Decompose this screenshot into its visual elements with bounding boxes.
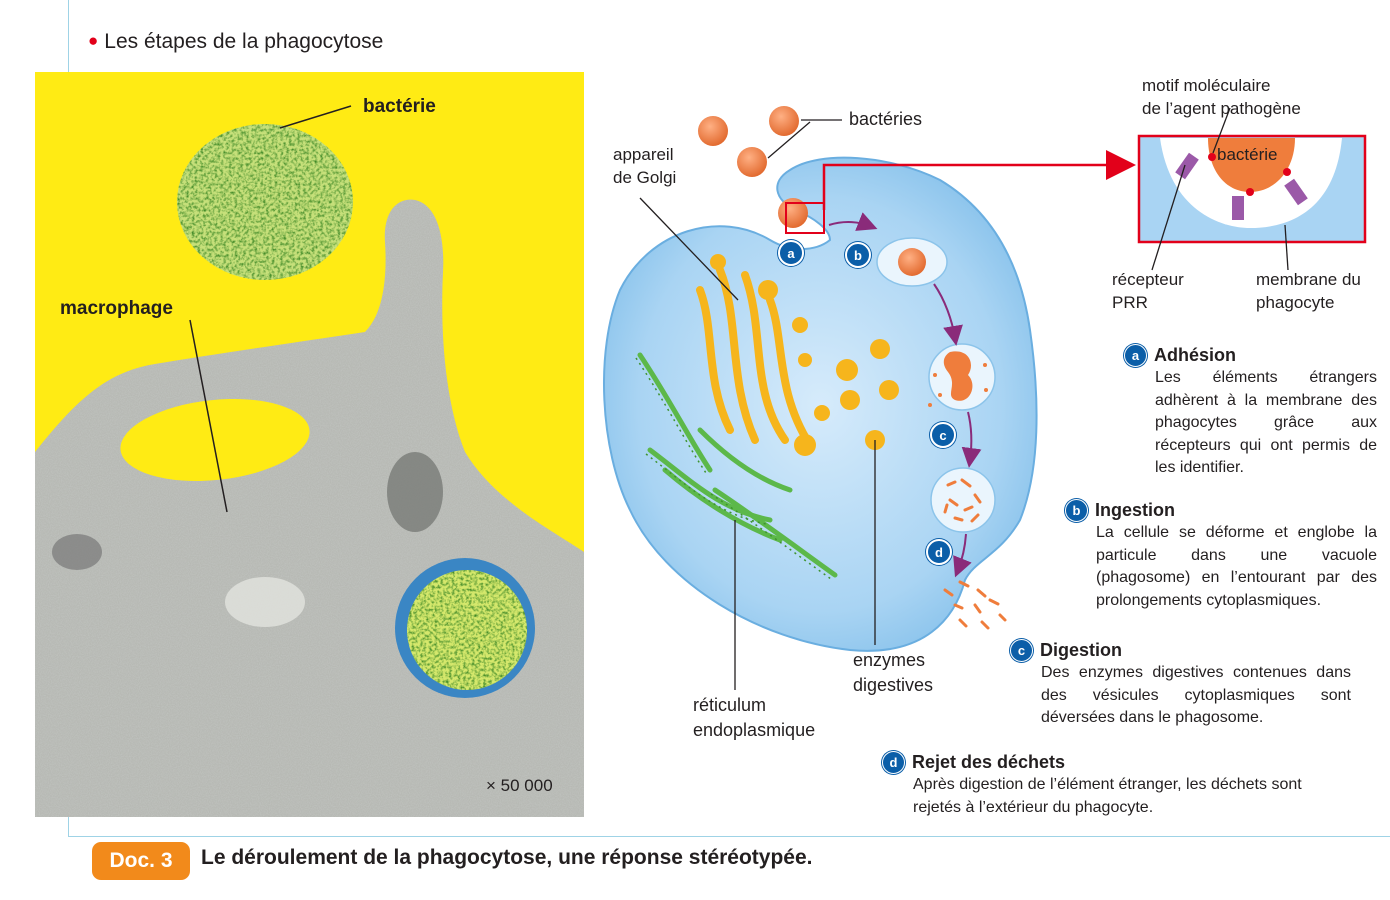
arrow-b-to-c (933, 283, 963, 346)
inset-motifs (1208, 153, 1291, 196)
endoplasmic-reticulum (637, 352, 838, 578)
yellow-vacuole (120, 398, 310, 482)
dark-granule-2 (52, 534, 102, 570)
bacterium-ingested (898, 248, 926, 276)
pointer-membrane (1284, 224, 1289, 271)
step-text-d: Après digestion de l’élément étranger, l… (913, 776, 1302, 816)
label-bacterium-inset: bactérie (1217, 145, 1278, 164)
bullet-dot-icon: ● (88, 31, 99, 50)
pointer-bacteria-2 (767, 121, 811, 159)
step-text-b: La cellule se déforme et englobe la part… (1096, 524, 1377, 609)
doc-badge: Doc. 3 (92, 842, 190, 880)
light-area (225, 577, 305, 627)
enzyme-dots-c (928, 363, 988, 407)
label-er: réticulum endoplasmique (693, 695, 816, 740)
golgi-vesicles (710, 254, 899, 456)
diagram-badge-a: a (778, 240, 804, 266)
dark-granule (387, 452, 443, 532)
magnification-label: × 50 000 (486, 776, 553, 795)
step-rejet: d Rejet des déchets Après digestion de l’… (882, 750, 1322, 819)
pointer-bacterium (279, 105, 352, 129)
label-macrophage-photo: macrophage (60, 298, 173, 319)
golgi-apparatus (696, 266, 814, 449)
step-title-b: Ingestion (1095, 499, 1175, 520)
label-motif: motif moléculaire de l’agent pathogène (1142, 76, 1301, 118)
step-text-a: Les éléments étrangers adhèrent à la mem… (1155, 369, 1377, 476)
diagram-badge-d: d (926, 539, 952, 565)
step-title-d: Rejet des déchets (912, 751, 1066, 772)
arrow-d-to-out (953, 533, 972, 578)
step-badge-d: d (882, 750, 905, 774)
label-membrane: membrane du phagocyte (1256, 270, 1361, 312)
arrow-a-to-b (828, 212, 878, 231)
step-title-a: Adhésion (1154, 344, 1237, 365)
label-bacteria: bactéries (849, 109, 923, 129)
label-enzymes: enzymes digestives (853, 650, 934, 695)
engulfed-bacterium-texture (407, 570, 527, 690)
bacterium-free-texture (177, 124, 353, 280)
step-badge-b: b (1065, 498, 1088, 522)
page-title: ● Les étapes de la phagocytose (88, 30, 383, 54)
bacterium-3 (737, 147, 767, 177)
diagram-badge-b: b (845, 242, 871, 268)
label-golgi: appareil de Golgi (613, 145, 677, 187)
step-adhesion: a Adhésion Les éléments étrangers adhèren… (1124, 343, 1377, 480)
pointer-motif (1212, 107, 1231, 154)
arrow-c-to-d (961, 411, 982, 468)
bacterium-1 (698, 116, 728, 146)
step-title-c: Digestion (1040, 639, 1123, 660)
bacterium-2 (769, 106, 799, 136)
step-digestion: c Digestion Des enzymes digestives conten… (1010, 638, 1351, 730)
label-bacterium-photo: bactérie (363, 96, 436, 117)
doc-caption: Le déroulement de la phagocytose, une ré… (201, 846, 813, 869)
highlight-arrow (822, 150, 1136, 210)
step-ingestion: b Ingestion La cellule se déforme et engl… (1065, 498, 1377, 612)
bacterium-digesting (943, 351, 973, 401)
step-badge-c: c (1010, 638, 1033, 662)
inset-receptors (1175, 152, 1308, 220)
inset-bacterium (1208, 138, 1295, 192)
step-text-c: Des enzymes digestives contenues dans de… (1041, 664, 1351, 726)
debris-fragments (943, 478, 982, 523)
pointer-receptor (1151, 164, 1186, 271)
er-ribosomes (635, 357, 832, 580)
pointer-macrophage (189, 319, 228, 513)
frame-line-horizontal (68, 836, 1390, 837)
phagosome-d (930, 467, 996, 533)
pointer-golgi (639, 197, 739, 301)
diagram-badge-c: c (930, 422, 956, 448)
page-title-text: Les étapes de la phagocytose (104, 30, 384, 53)
micrograph-svg (35, 72, 584, 817)
step-badge-a: a (1124, 343, 1147, 367)
label-receptor: récepteur PRR (1112, 270, 1184, 312)
micrograph-photo (35, 72, 584, 817)
expelled-debris (943, 580, 1007, 630)
highlight-box (785, 202, 825, 234)
